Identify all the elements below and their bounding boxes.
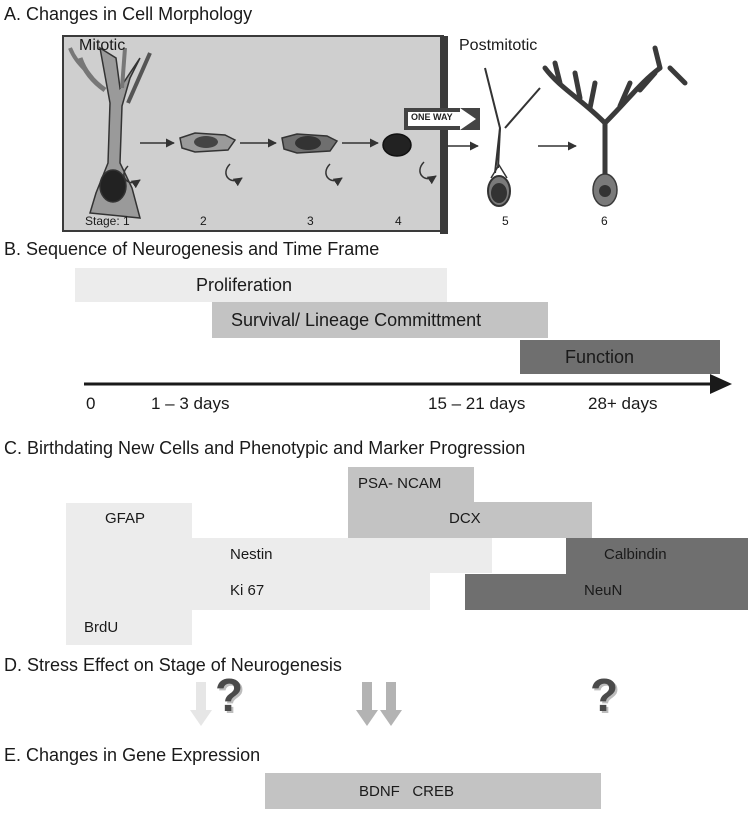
timeline-arrow — [84, 374, 732, 394]
self-renewal-arrow — [225, 163, 243, 187]
psa-ncam-label: PSA- NCAM — [358, 475, 442, 492]
survival-bar: Survival/ Lineage Committment — [212, 302, 548, 338]
ki67-label: Ki 67 — [230, 582, 265, 599]
survival-label: Survival/ Lineage Committment — [231, 309, 482, 330]
dcx-label: DCX — [449, 510, 481, 527]
one-way-sign — [404, 108, 480, 130]
nestin-bar — [190, 538, 492, 573]
gene-expression-bar: BDNF CREB — [265, 773, 601, 809]
postmitotic-label: Postmitotic — [459, 37, 538, 54]
psa-ncam-bar — [348, 467, 474, 503]
timeline-tick-0: 0 — [86, 394, 96, 413]
dcx-bar — [348, 502, 592, 538]
stage-label-1: Stage: 1 — [85, 214, 130, 228]
gfap-bar — [66, 503, 192, 645]
stress-indicators — [190, 682, 402, 726]
question-mark-icon: ? — [215, 669, 244, 721]
proliferation-label: Proliferation — [196, 274, 293, 295]
self-renewal-arrow — [123, 165, 141, 189]
gfap-label: GFAP — [105, 510, 146, 527]
stage-label-5: 5 — [502, 214, 509, 228]
ki67-bar — [190, 573, 430, 610]
calbindin-bar — [566, 538, 748, 574]
panel-d-heading: D. Stress Effect on Stage of Neurogenesi… — [4, 655, 342, 675]
panel-c-heading: C. Birthdating New Cells and Phenotypic … — [4, 438, 526, 458]
neun-bar — [465, 574, 748, 610]
cell-stage-1 — [68, 46, 152, 219]
cell-stage-5 — [484, 67, 541, 207]
neun-label: NeuN — [584, 582, 623, 599]
timeline-tick-2: 15 – 21 days — [428, 394, 526, 413]
cell-stage-2 — [179, 132, 237, 153]
proliferation-bar: Proliferation — [75, 268, 447, 302]
self-renewal-arrow — [419, 161, 437, 185]
stage-label-3: 3 — [307, 214, 314, 228]
panel-a-heading: A. Changes in Cell Morphology — [4, 4, 253, 24]
down-arrow-icon — [380, 682, 402, 726]
panel-b-heading: B. Sequence of Neurogenesis and Time Fra… — [4, 239, 380, 259]
stage-label-4: 4 — [395, 214, 402, 228]
mitotic-boundary — [440, 36, 448, 234]
cell-stage-3 — [281, 133, 339, 154]
one-way-label: ONE WAY — [411, 112, 453, 122]
calbindin-label: Calbindin — [604, 546, 667, 563]
gene-expression-label: BDNF CREB — [359, 782, 455, 800]
cell-stage-6 — [542, 45, 688, 207]
self-renewal-arrow — [325, 163, 343, 187]
down-arrow-icon — [356, 682, 378, 726]
nestin-label: Nestin — [230, 546, 273, 563]
function-label: Function — [565, 346, 635, 367]
function-bar: Function — [520, 340, 720, 374]
mitotic-label: Mitotic — [79, 37, 126, 54]
brdu-label: BrdU — [84, 619, 119, 636]
cell-stage-4 — [382, 133, 412, 157]
cell-morphology-figure — [62, 35, 688, 234]
panel-e-heading: E. Changes in Gene Expression — [4, 745, 261, 765]
stage-label-2: 2 — [200, 214, 207, 228]
timeline-tick-3: 28+ days — [588, 394, 658, 413]
question-mark-icon: ? — [590, 669, 619, 721]
timeline-tick-1: 1 – 3 days — [151, 394, 230, 413]
stage-label-6: 6 — [601, 214, 608, 228]
light-down-arrow-icon — [190, 682, 212, 726]
